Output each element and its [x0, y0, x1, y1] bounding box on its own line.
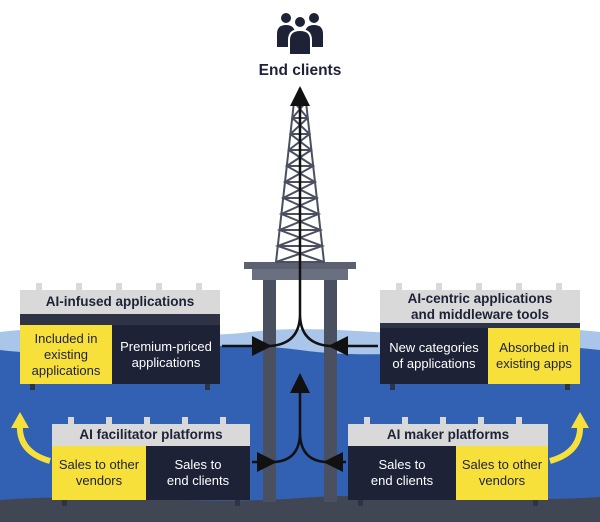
ai-centric-left-label: New categories of applications	[389, 340, 479, 371]
box-ai-maker	[348, 417, 548, 506]
people-group-icon	[277, 13, 323, 56]
ai-infused-header: AI-infused applications	[45, 294, 195, 309]
rig-leg-right	[324, 280, 337, 502]
flow-arrows	[222, 86, 378, 472]
box-ai-infused	[20, 283, 220, 390]
ai-centric-header: AI-centric applications and middleware t…	[407, 290, 553, 322]
ai-maker-header: AI maker platforms	[386, 427, 510, 442]
ai-infused-right-label: Premium-priced applications	[120, 338, 212, 370]
ai-centric-right-label: Absorbed in existing apps	[496, 340, 572, 371]
ai-maker-right-label: Sales to other vendors	[461, 457, 543, 488]
end-clients-label: End clients	[258, 62, 342, 79]
curved-arrow-left-head	[11, 412, 29, 428]
rig-leg-left	[263, 280, 276, 502]
ai-facilitator-header: AI facilitator platforms	[79, 427, 223, 442]
ai-facilitator-right-label: Sales to end clients	[166, 457, 230, 488]
ai-facilitator-left-label: Sales to other vendors	[58, 457, 140, 488]
seabed	[0, 495, 600, 522]
ai-infused-left-label: Included in existing applications	[31, 330, 101, 378]
curved-arrow-right-head	[571, 412, 589, 428]
box-ai-centric	[380, 283, 580, 390]
ai-maker-left-label: Sales to end clients	[370, 457, 434, 488]
box-ai-facilitator	[52, 417, 250, 506]
curved-arrow-left-icon	[16, 423, 51, 464]
curved-arrow-right-icon	[549, 423, 584, 464]
